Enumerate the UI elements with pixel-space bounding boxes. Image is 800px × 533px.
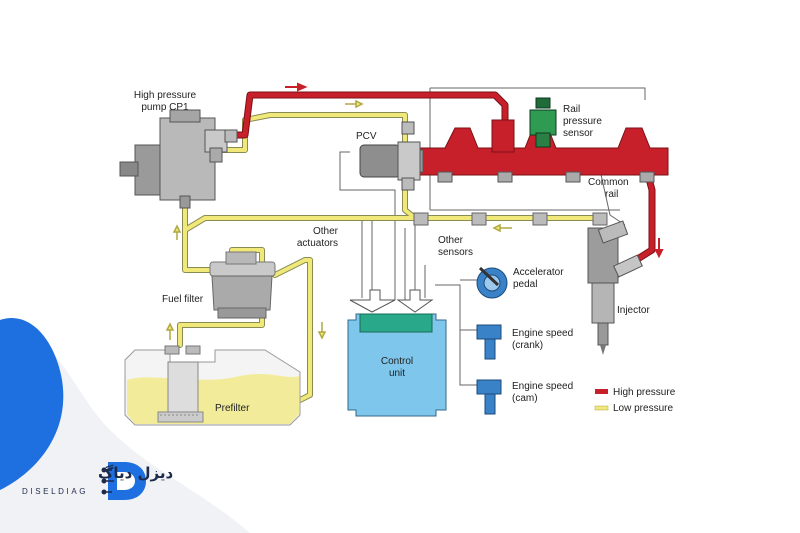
- label-speed-crank-1: Engine speed: [512, 328, 573, 339]
- ecu-input-arrow: [349, 289, 396, 313]
- label-other-actuators-1: Other: [313, 226, 339, 237]
- label-speed-crank-2: (crank): [512, 340, 543, 351]
- legend-swatch-high: [595, 389, 608, 394]
- label-rail-sensor-1: Rail: [563, 104, 580, 115]
- label-pump-1: High pressure: [134, 90, 197, 101]
- control-wires: [339, 87, 646, 386]
- label-accelerator-2: pedal: [513, 279, 537, 290]
- legend-label-high: High pressure: [613, 387, 676, 398]
- fuel-tank: [124, 349, 301, 426]
- brand-name-en: DISELDIAG: [22, 487, 88, 496]
- label-common-rail-1: Common: [588, 177, 629, 188]
- label-pump-2: pump CP1: [141, 102, 189, 113]
- label-common-rail-2: rail: [605, 189, 618, 200]
- label-other-actuators-2: actuators: [297, 238, 338, 249]
- label-other-sensors-1: Other: [438, 235, 464, 246]
- return-connectors: [413, 212, 608, 226]
- label-control-unit-2: unit: [389, 368, 405, 379]
- legend: High pressure Low pressure: [594, 387, 676, 414]
- label-other-sensors-2: sensors: [438, 247, 473, 258]
- speed-sensor-cam: [476, 379, 502, 415]
- label-injector: Injector: [617, 305, 650, 316]
- label-fuel-filter: Fuel filter: [162, 294, 204, 305]
- legend-label-low: Low pressure: [613, 403, 673, 414]
- control-unit-box[interactable]: [347, 313, 447, 417]
- ecu-output-arrow: [396, 289, 434, 313]
- fuel-filter: [209, 251, 276, 319]
- injector: [587, 220, 643, 355]
- flow-arrows: [165, 82, 664, 340]
- label-rail-sensor-2: pressure: [563, 116, 602, 127]
- prefilter: [157, 345, 204, 423]
- bg-blue-blob: [0, 318, 64, 490]
- rail-pressure-sensor: [529, 97, 557, 148]
- label-speed-cam-2: (cam): [512, 393, 538, 404]
- low-pressure-lines: [177, 112, 603, 403]
- pcv-valve: [359, 121, 421, 191]
- brand-logo[interactable]: دیزل دیاگ DISELDIAG: [22, 462, 174, 500]
- brand-name-fa: دیزل دیاگ: [98, 464, 174, 482]
- label-prefilter: Prefilter: [215, 403, 250, 414]
- accelerator-pedal: [476, 266, 508, 299]
- label-pcv: PCV: [356, 131, 377, 142]
- speed-sensor-crank: [476, 324, 502, 360]
- high-pressure-pump: [119, 109, 238, 209]
- legend-swatch-low: [594, 405, 609, 411]
- bg-wave-shape: [0, 330, 250, 533]
- label-speed-cam-1: Engine speed: [512, 381, 573, 392]
- label-rail-sensor-3: sensor: [563, 128, 594, 139]
- label-accelerator-1: Accelerator: [513, 267, 564, 278]
- d-letter-circuit-icon: [101, 462, 146, 500]
- label-control-unit-1: Control: [381, 356, 413, 367]
